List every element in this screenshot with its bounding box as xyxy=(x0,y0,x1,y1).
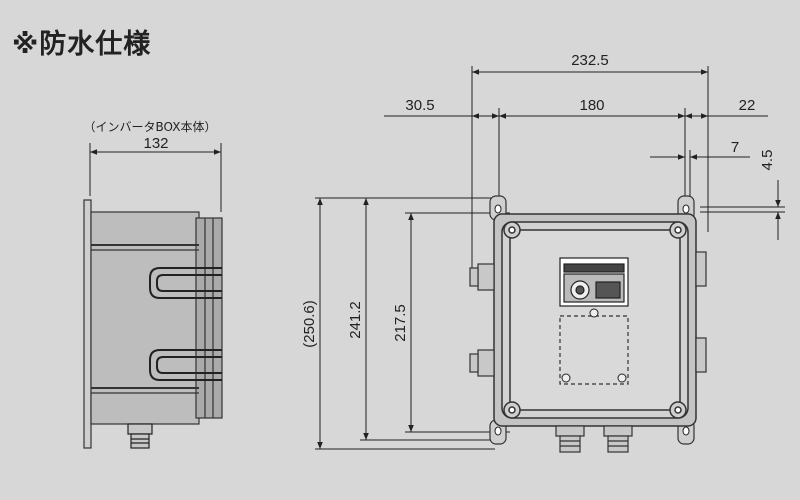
inverter-mount-plate xyxy=(559,315,629,385)
front-view: 232.5 30.5 180 22 7 4.5 xyxy=(301,52,785,453)
dim-overall-height: (250.6) xyxy=(301,198,323,449)
front-extension-lines xyxy=(471,66,709,268)
side-body xyxy=(90,211,223,425)
overall-width-label: 232.5 xyxy=(571,52,609,69)
page-title: ※防水仕様 xyxy=(12,29,152,60)
inverter-module xyxy=(559,257,629,307)
left-side-glands xyxy=(469,263,495,377)
dim-overall-width: 232.5 xyxy=(472,52,708,75)
enclosure-body xyxy=(493,213,697,427)
body-height-label: 217.5 xyxy=(392,304,409,342)
side-strap-upper xyxy=(149,267,222,299)
right-side-glands xyxy=(695,251,707,373)
side-cable-gland xyxy=(127,423,153,449)
side-view-caption: （インバータBOX本体） xyxy=(84,120,217,134)
right-offset-label: 22 xyxy=(739,97,756,114)
overall-height-label: (250.6) xyxy=(301,300,318,348)
side-width-dimension xyxy=(89,143,222,212)
hole-height-label: 241.2 xyxy=(347,301,364,339)
dim-hole-height: 241.2 xyxy=(347,198,369,440)
side-width-label: 132 xyxy=(143,135,168,152)
mounting-holes xyxy=(494,204,690,436)
bottom-cable-glands xyxy=(555,425,633,453)
left-offset-label: 30.5 xyxy=(405,97,434,114)
dim-body-height: 217.5 xyxy=(392,213,414,432)
hole-pitch-label: 180 xyxy=(579,97,604,114)
side-strap-lower xyxy=(149,349,222,381)
dim-hole-diameter xyxy=(700,180,785,240)
hole-diameter-label: 4.5 xyxy=(759,150,776,171)
small-offset-label: 7 xyxy=(731,139,739,156)
plate-screws xyxy=(561,308,627,383)
side-view: （インバータBOX本体） 132 xyxy=(83,120,223,449)
mounting-plate xyxy=(83,199,92,449)
front-vertical-extension-lines xyxy=(315,197,510,450)
